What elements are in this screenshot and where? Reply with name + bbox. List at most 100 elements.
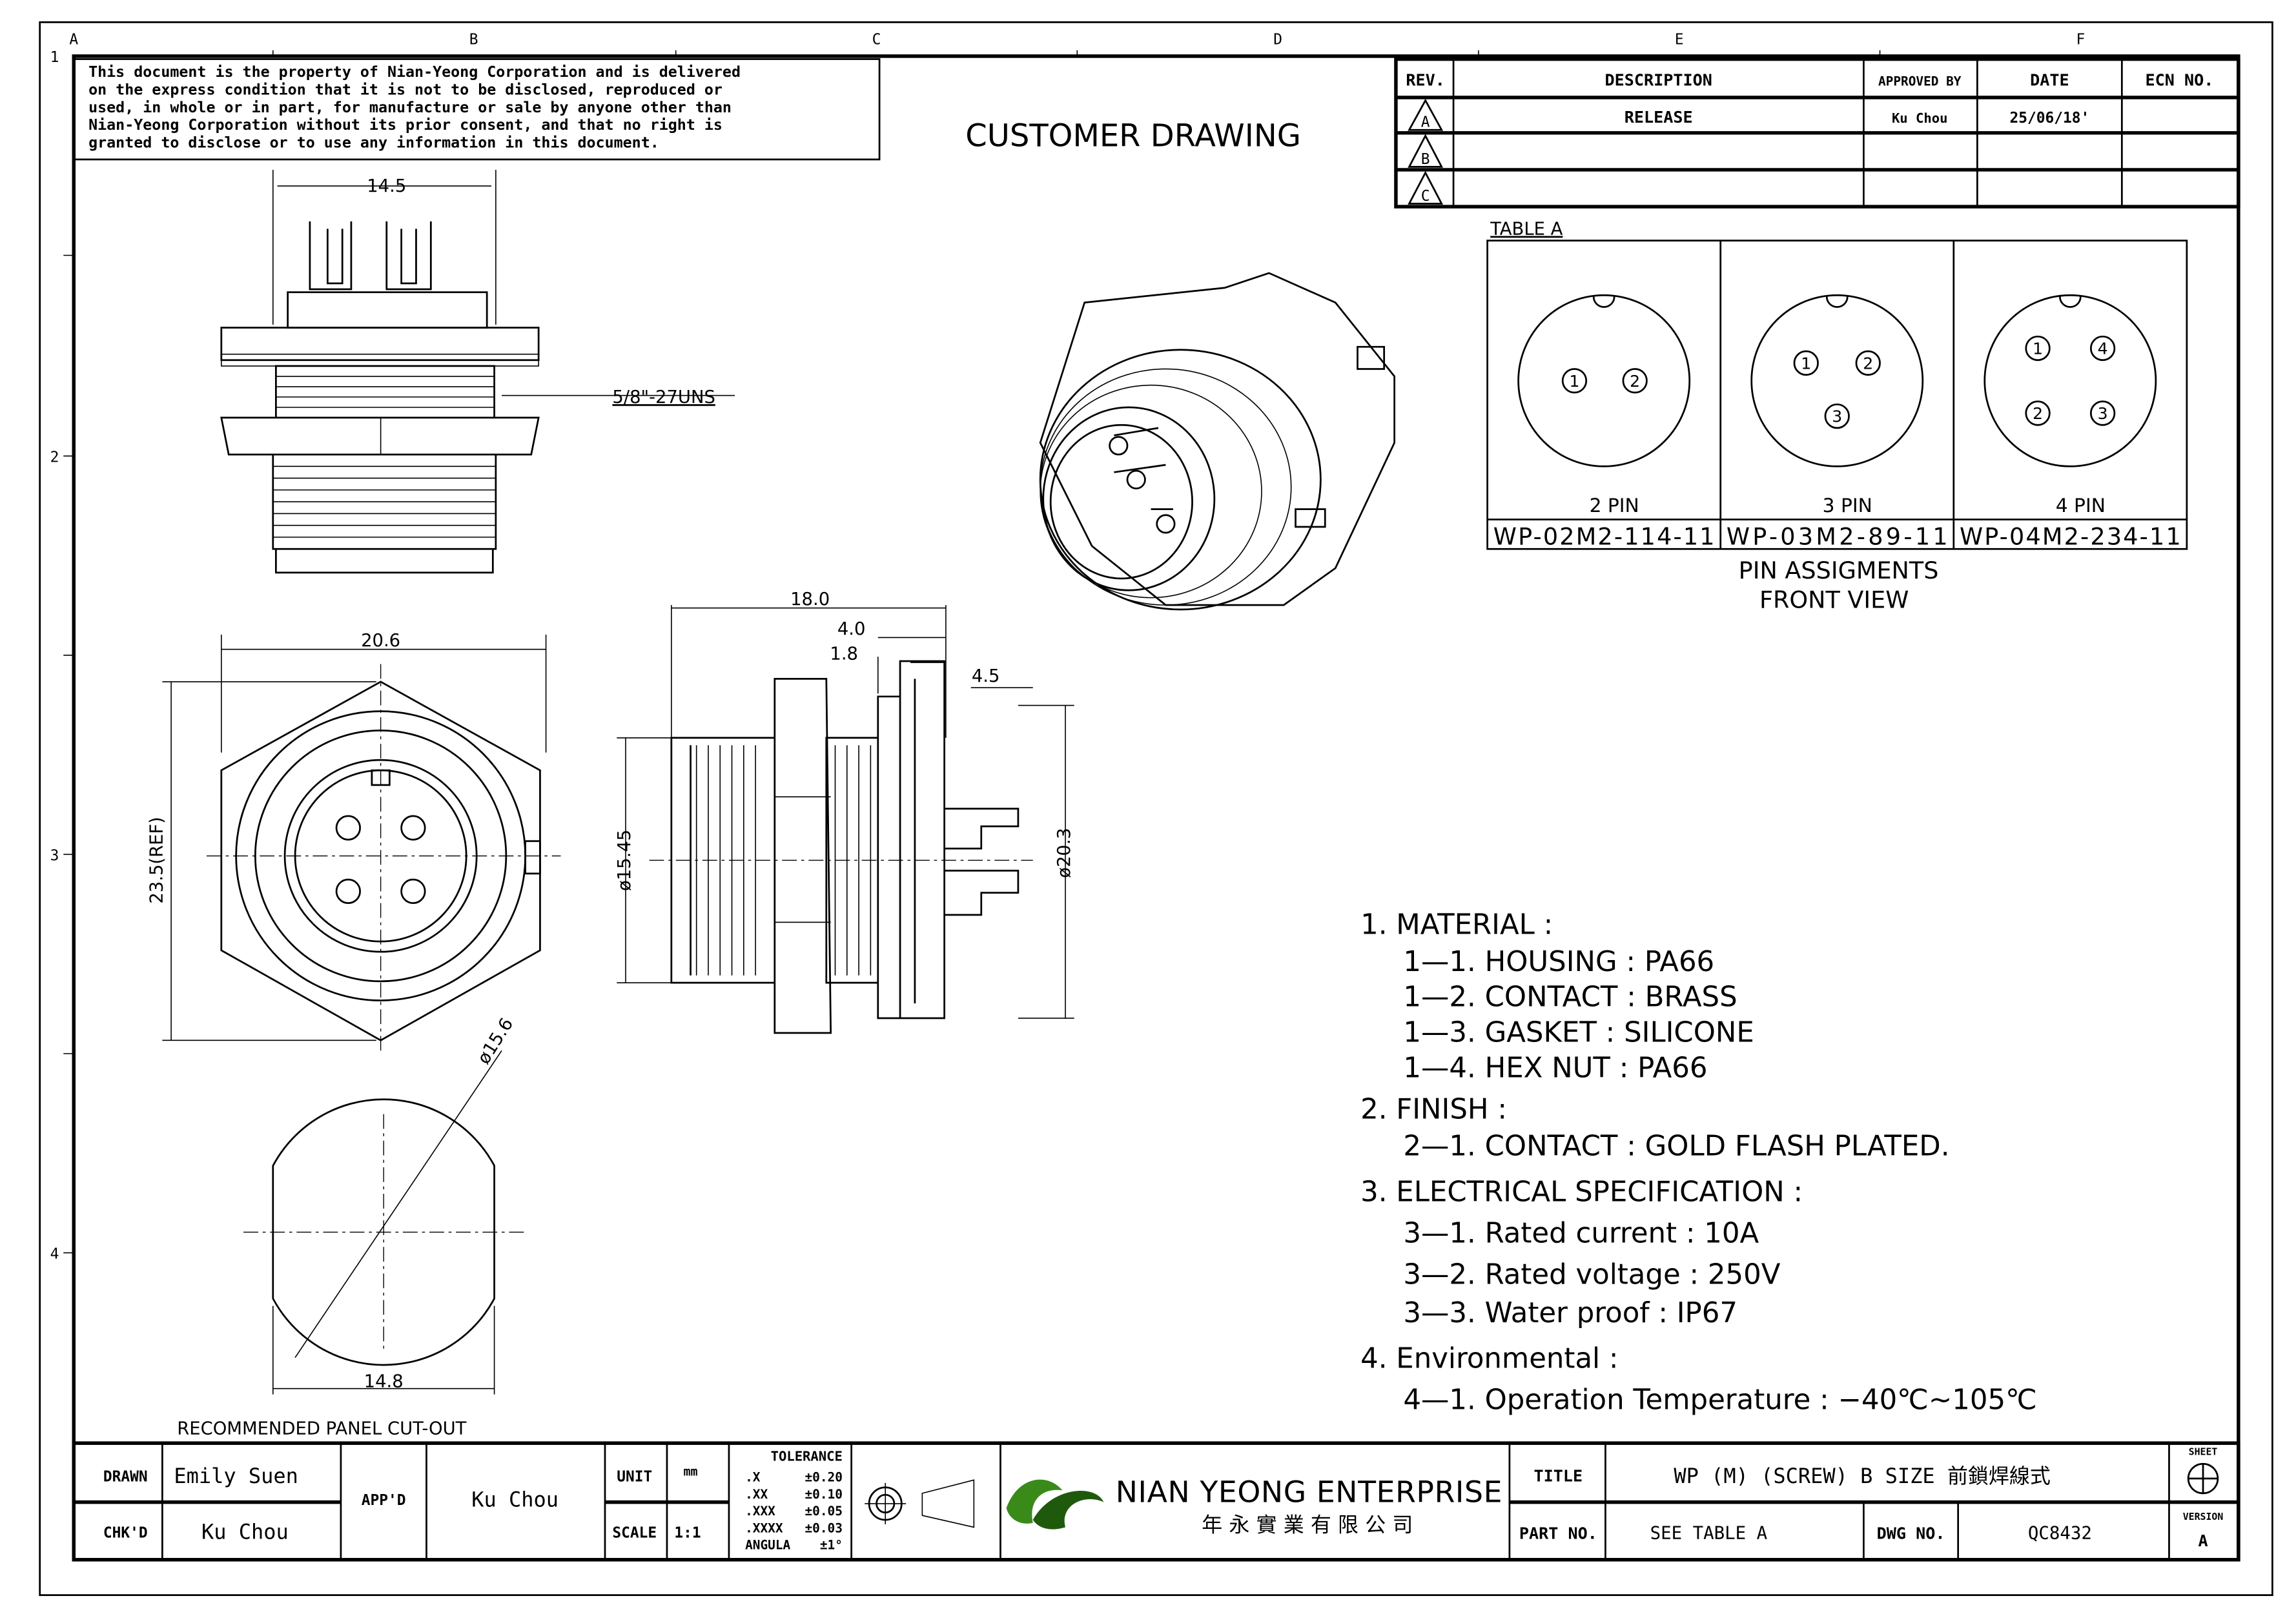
pin-layout-2: 1 2 [1517, 294, 1691, 467]
disclaimer-line: Nian-Yeong Corporation without its prior… [88, 116, 723, 134]
rev-cell: C [1421, 188, 1430, 205]
drawing-title: WP (M) (SCREW) B SIZE 前鎖焊線式 [1674, 1464, 2051, 1488]
unit-label: UNIT [617, 1469, 652, 1486]
col-label: D [1273, 32, 1282, 48]
scale-value: 1:1 [674, 1524, 701, 1541]
col-label: C [872, 32, 881, 48]
approved-by-header: APPROVED BY [1878, 74, 1962, 89]
tolerance-value: ±0.03 [805, 1520, 843, 1535]
pin-number: 2 [1863, 354, 1873, 373]
disclaimer-line: used, in whole or in part, for manufactu… [88, 99, 732, 116]
dimension-label: 14.5 [367, 176, 406, 196]
scale-label: SCALE [612, 1524, 657, 1541]
note-line: 1—1. HOUSING : PA66 [1403, 946, 1714, 978]
rev-cell: B [1421, 151, 1430, 168]
dimension-label: ø20.3 [1054, 828, 1074, 878]
approved-by: Ku Chou [471, 1487, 559, 1511]
rev-cell: A [1421, 114, 1430, 131]
disclaimer-box [72, 58, 881, 161]
dwg-no-value: QC8432 [2028, 1524, 2092, 1544]
ecn-header: ECN NO. [2146, 71, 2214, 90]
panel-cutout-drawing: ø15.6 14.8 RECOMMENDED PANEL CUT-OUT [177, 1014, 524, 1438]
dimension-label: 18.0 [790, 589, 830, 609]
revision-table: REV. DESCRIPTION APPROVED BY DATE ECN NO… [1394, 57, 2240, 209]
pin-number: 1 [2033, 340, 2043, 358]
note-line: 1—3. GASKET : SILICONE [1403, 1017, 1754, 1049]
disclaimer-line: on the express condition that it is not … [88, 81, 723, 98]
sheet-symbol-icon [2187, 1462, 2219, 1495]
date-cell: 25/06/18' [2009, 110, 2089, 127]
tolerance-value: .XXX [745, 1504, 775, 1519]
disclaimer-text: This document is the property of Nian-Ye… [88, 63, 741, 152]
pin-number: 3 [2098, 404, 2108, 423]
row-label: 1 [50, 49, 59, 66]
tolerance-list: .X±0.20.XX±0.10.XXX±0.05.XXXX±0.03ANGULA… [745, 1470, 843, 1553]
side-view-drawing: 5/8"-27UNS 14.5 [220, 169, 735, 574]
version-value: A [2198, 1531, 2208, 1550]
rev-header: REV. [1406, 71, 1445, 90]
note-line: 2—1. CONTACT : GOLD FLASH PLATED. [1403, 1131, 1949, 1163]
pin-count: 3 PIN [1823, 495, 1872, 517]
pin-number: 2 [1630, 372, 1640, 391]
tolerance-value: ±0.10 [805, 1487, 843, 1502]
description-header: DESCRIPTION [1605, 71, 1712, 90]
approved-by-cell: Ku Chou [1892, 110, 1948, 126]
note-line: 3—1. Rated current : 10A [1403, 1217, 1759, 1249]
part-number: WP-04M2-234-11 [1960, 522, 2181, 550]
checked-label: CHK'D [103, 1524, 148, 1541]
note-line: 4. Environmental : [1360, 1343, 1618, 1375]
cutout-caption: RECOMMENDED PANEL CUT-OUT [177, 1418, 466, 1438]
part-no-value: SEE TABLE A [1650, 1524, 1768, 1544]
inner-border [72, 54, 2240, 1562]
pin-number: 2 [2033, 404, 2043, 423]
outer-border [39, 21, 2273, 1596]
dimension-label: 4.5 [972, 666, 1000, 686]
page-title: CUSTOMER DRAWING [965, 118, 1301, 154]
pin-number: 4 [2098, 340, 2108, 358]
tolerance-value: .X [745, 1470, 761, 1485]
drawn-label: DRAWN [103, 1469, 148, 1486]
dimension-label: ø15.6 [474, 1014, 518, 1067]
part-no-label: PART NO. [1519, 1524, 1597, 1543]
approved-label: APP'D [362, 1492, 406, 1509]
pin-count: 2 PIN [1590, 495, 1639, 517]
row-label: 4 [50, 1246, 59, 1263]
pin-number: 1 [1569, 372, 1579, 391]
pin-count: 4 PIN [2056, 495, 2106, 517]
dimension-label: ø15.45 [615, 830, 635, 891]
tolerance-value: .XXXX [745, 1520, 783, 1535]
tolerance-value: ±0.05 [805, 1504, 843, 1519]
col-label: B [469, 32, 478, 48]
note-line: 4—1. Operation Temperature : −40℃~105℃ [1403, 1384, 2037, 1417]
table-a: TABLE A 1 2 1 2 3 1 4 2 3 2 PIN 3 PIN 4 … [1486, 219, 2188, 614]
dimension-label: 14.8 [364, 1371, 404, 1391]
dwg-no-label: DWG NO. [1877, 1524, 1945, 1543]
dimension-label: 1.8 [830, 644, 858, 664]
drawn-by: Emily Suen [174, 1464, 298, 1488]
pin-layout-4: 1 4 2 3 [1983, 294, 2157, 467]
unit-value: mm [684, 1465, 698, 1479]
note-line: 3. ELECTRICAL SPECIFICATION : [1360, 1176, 1803, 1208]
front-view-drawing: 20.6 23.5(REF) [147, 631, 561, 1056]
note-line: 2. FINISH : [1360, 1093, 1507, 1125]
table-caption: FRONT VIEW [1759, 586, 1909, 614]
disclaimer-line: granted to disclose or to use any inform… [88, 134, 659, 152]
tolerance-value: .XX [745, 1487, 768, 1502]
projection-symbol-icon [865, 1479, 975, 1528]
section-view-drawing: 18.0 4.0 1.8 4.5 ø15.45 ø20.3 [615, 589, 1074, 1034]
company-logo: NIAN YEONG ENTERPRISE 年 永 實 業 有 限 公 司 [1006, 1475, 1502, 1537]
version-label: VERSION [2183, 1511, 2224, 1522]
pin-number: 1 [1801, 354, 1811, 373]
tolerance-label: TOLERANCE [771, 1449, 843, 1464]
sheet-label: SHEET [2189, 1446, 2218, 1457]
pin-number: 3 [1832, 407, 1842, 426]
company-name-chinese: 年 永 實 業 有 限 公 司 [1202, 1512, 1413, 1537]
tolerance-value: ANGULA [745, 1538, 790, 1553]
note-line: 3—3. Water proof : IP67 [1403, 1297, 1737, 1329]
tolerance-value: ±1° [820, 1538, 843, 1553]
isometric-view-drawing [1039, 272, 1396, 611]
part-number: WP-02M2-114-11 [1493, 522, 1715, 550]
note-line: 1—2. CONTACT : BRASS [1403, 981, 1737, 1014]
